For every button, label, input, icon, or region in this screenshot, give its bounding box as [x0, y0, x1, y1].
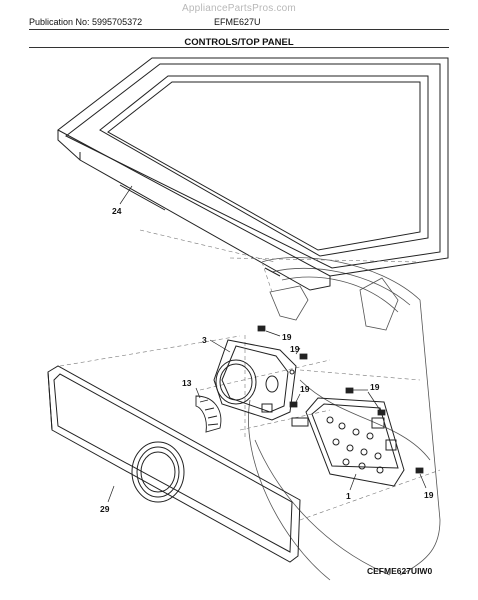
callout-13: 13 — [182, 378, 192, 388]
callout-19-e: 19 — [424, 490, 434, 500]
leader-lines — [107, 185, 427, 503]
ui-board — [291, 397, 405, 487]
callout-19-a: 19 — [282, 332, 292, 342]
top-panel — [57, 57, 449, 291]
alignment-lines — [59, 335, 441, 521]
knob-housing — [213, 339, 297, 421]
top-panel-dash-guides — [139, 229, 421, 293]
publication-number: Publication No: 5995705372 — [29, 17, 143, 27]
callout-19-c: 19 — [370, 382, 380, 392]
callout-19-b: 19 — [300, 384, 310, 394]
knob-bezel — [195, 395, 222, 433]
header-rule-top — [29, 29, 449, 30]
watermark: AppliancePartsPros.com — [182, 3, 296, 14]
callout-3: 3 — [202, 335, 207, 345]
diagram-code: CEFME627UIW0 — [367, 566, 433, 576]
callout-24: 24 — [112, 206, 122, 216]
screws — [257, 325, 424, 474]
model-number: EFME627U — [214, 17, 261, 27]
callout-19-d: 19 — [290, 344, 300, 354]
callout-numbers: 24 3 19 13 19 19 19 29 1 19 — [100, 206, 434, 514]
section-title: CONTROLS/TOP PANEL — [184, 37, 294, 48]
console-panel — [47, 365, 301, 563]
callout-29: 29 — [100, 504, 110, 514]
callout-1: 1 — [346, 491, 351, 501]
cabinet-outline — [248, 257, 441, 581]
header-rule-bottom — [29, 47, 449, 48]
